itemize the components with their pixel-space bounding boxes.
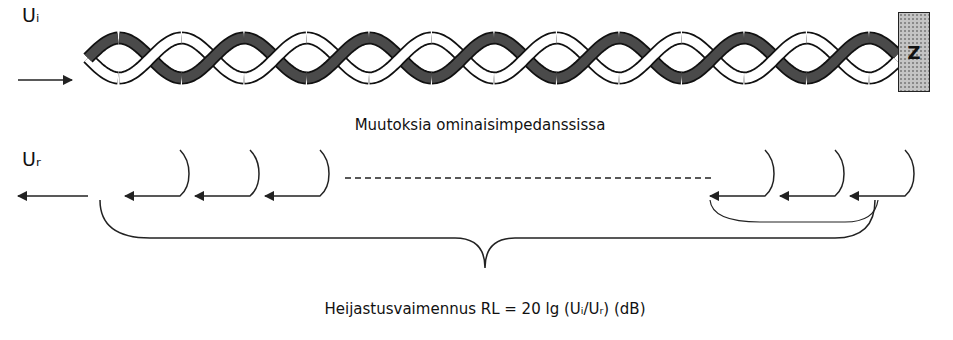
twisted-pair bbox=[88, 38, 897, 78]
strand bbox=[869, 38, 897, 55]
strand-outline bbox=[182, 38, 244, 78]
dashed-continuation bbox=[345, 177, 715, 179]
strand bbox=[557, 38, 619, 78]
reflection-hooks bbox=[125, 150, 914, 196]
strand-outline bbox=[682, 38, 744, 78]
reflection-hook bbox=[780, 150, 844, 196]
strand-outline bbox=[744, 38, 806, 78]
strand bbox=[807, 38, 869, 78]
strand bbox=[369, 38, 431, 78]
strand-outline bbox=[119, 38, 181, 78]
strand-outline bbox=[807, 38, 869, 78]
signal-name: Uᵢ bbox=[22, 4, 39, 27]
strand-outline bbox=[244, 38, 306, 78]
strand bbox=[619, 38, 681, 78]
strand-outline bbox=[494, 38, 556, 78]
strand-outline bbox=[369, 38, 431, 78]
strand bbox=[807, 38, 869, 78]
strand bbox=[682, 38, 744, 78]
signal-name: Uᵣ bbox=[22, 148, 41, 171]
strand-outline bbox=[807, 38, 869, 78]
brace-inner bbox=[710, 200, 878, 222]
strand-outline bbox=[682, 38, 744, 78]
strand-outline bbox=[307, 38, 369, 78]
strand bbox=[182, 38, 244, 78]
strand bbox=[369, 38, 431, 78]
reflection-hook bbox=[710, 150, 774, 196]
strand-outline bbox=[494, 38, 556, 78]
strand-outline bbox=[88, 38, 118, 58]
note: Muutoksia ominaisimpedanssissa bbox=[355, 116, 606, 134]
node-label: Z bbox=[907, 42, 920, 63]
strand-outline bbox=[369, 38, 431, 78]
strand bbox=[119, 38, 181, 78]
strand-outline bbox=[869, 38, 897, 55]
strand-outline bbox=[432, 38, 494, 78]
formula: Heijastusvaimennus RL = 20 lg (Uᵢ/Uᵣ) (d… bbox=[325, 300, 646, 318]
strand bbox=[307, 38, 369, 78]
strand-outline bbox=[244, 38, 306, 78]
strand bbox=[244, 38, 306, 78]
strand bbox=[182, 38, 244, 78]
strand-outline bbox=[557, 38, 619, 78]
strand-outline bbox=[869, 61, 897, 78]
strand bbox=[88, 38, 118, 58]
strand bbox=[432, 38, 494, 78]
reflection-hook bbox=[125, 150, 189, 196]
termination-impedance: Z bbox=[898, 12, 930, 92]
strand-outline bbox=[619, 38, 681, 78]
reflection-hook bbox=[195, 150, 259, 196]
strand bbox=[432, 38, 494, 78]
incident-arrow bbox=[18, 79, 72, 81]
brace bbox=[100, 200, 875, 268]
strand-outline bbox=[744, 38, 806, 78]
strand bbox=[557, 38, 619, 78]
strand bbox=[494, 38, 556, 78]
reflection-hook bbox=[265, 150, 329, 196]
strand bbox=[619, 38, 681, 78]
strand bbox=[244, 38, 306, 78]
strand-outline bbox=[182, 38, 244, 78]
strand-outline bbox=[119, 38, 181, 78]
strand-outline bbox=[432, 38, 494, 78]
strand-outline bbox=[307, 38, 369, 78]
reflected-arrow bbox=[18, 195, 88, 197]
reflection-hook bbox=[850, 150, 914, 196]
strand bbox=[869, 61, 897, 78]
strand bbox=[744, 38, 806, 78]
strand bbox=[494, 38, 556, 78]
strand bbox=[307, 38, 369, 78]
strand bbox=[682, 38, 744, 78]
strand bbox=[744, 38, 806, 78]
strand-outline bbox=[557, 38, 619, 78]
strand bbox=[119, 38, 181, 78]
strand-outline bbox=[619, 38, 681, 78]
